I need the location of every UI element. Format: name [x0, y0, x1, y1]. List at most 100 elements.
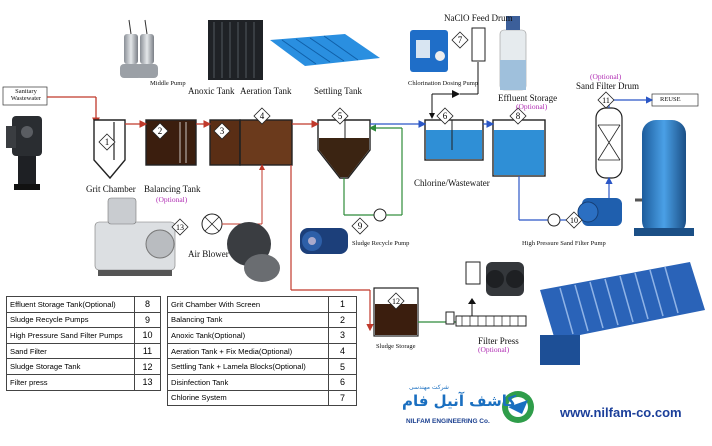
effluent-storage-label: Effluent Storage — [498, 93, 558, 103]
legend-left-item-number: 12 — [134, 358, 161, 375]
anoxic-tank-label: Anoxic Tank — [188, 86, 235, 96]
legend-right-row: Settling Tank + Lamela Blocks(Optional)5 — [167, 358, 358, 375]
filter-press-label: Filter Press — [478, 336, 519, 346]
air-blower-symbol — [201, 213, 223, 235]
company-logo-icon — [502, 391, 534, 423]
filter-press-image — [540, 262, 705, 365]
svg-text:2: 2 — [158, 126, 163, 136]
diffuser-image — [227, 222, 280, 282]
logo-persian-subtitle: شرکت مهندسی — [409, 384, 449, 391]
svg-text:12: 12 — [392, 297, 400, 306]
naclo-drum-symbol — [471, 27, 486, 62]
unit-marker-4: 4 — [253, 107, 271, 125]
diaphragm-pump-symbol — [465, 261, 481, 285]
settling-tank — [317, 119, 371, 179]
chlorine-wastewater-label: Chlorine/Wastewater — [414, 178, 490, 188]
legend-right-row: Aeration Tank + Fix Media(Optional)4 — [167, 342, 358, 360]
sludge-storage-label: Sludge Storage — [376, 343, 416, 350]
unit-marker-10: 10 — [565, 211, 583, 229]
legend-right-item-number: 2 — [327, 311, 358, 329]
legend-left-item-number: 8 — [134, 296, 161, 313]
legend-left-item-number: 9 — [134, 311, 161, 329]
svg-text:3: 3 — [220, 126, 225, 136]
sand-filter-drum-label: Sand Filter Drum — [576, 81, 639, 91]
effluent-storage-tank — [492, 119, 546, 177]
legend-left-item-name: High Pressure Sand Filter Pumps — [5, 327, 136, 344]
sludge-storage-tank — [373, 287, 419, 337]
svg-text:5: 5 — [338, 111, 343, 121]
hp-pump-symbol — [547, 213, 561, 227]
inlet-sign — [2, 86, 48, 106]
balancing-optional-label: (Optional) — [156, 195, 188, 204]
air-blower-image — [94, 197, 176, 276]
filter-press-valve — [468, 298, 476, 304]
legend-left-row: Effluent Storage Tank(Optional)8 — [5, 296, 161, 313]
legend-left-item-name: Filter press — [5, 373, 136, 391]
sand-filter-optional-label: (Optional) — [590, 72, 622, 81]
sludge-recycle-pump-image — [300, 228, 348, 254]
unit-marker-5: 5 — [331, 107, 349, 125]
legend-left-item-name: Effluent Storage Tank(Optional) — [5, 296, 136, 313]
website-link[interactable]: www.nilfam-co.com — [560, 405, 682, 420]
aeration-tank-label: Aeration Tank — [240, 86, 292, 96]
svg-text:11: 11 — [602, 96, 610, 105]
svg-text:6: 6 — [443, 111, 448, 121]
legend-right-item-name: Grit Chamber With Screen — [167, 296, 329, 313]
legend-right-item-number: 5 — [327, 358, 358, 375]
hp-sand-filter-pump-label: High Pressure Sand Filter Pump — [522, 240, 606, 247]
unit-marker-3: 3 — [213, 122, 231, 140]
legend-right-item-number: 4 — [327, 342, 358, 360]
middle-pump-label: Middle Pump — [150, 80, 186, 87]
unit-marker-6: 6 — [436, 107, 454, 125]
svg-text:7: 7 — [458, 35, 463, 45]
inlet-pump-image — [6, 116, 42, 190]
reuse-label: REUSE — [660, 96, 681, 103]
svg-text:10: 10 — [570, 216, 578, 225]
legend-right-item-name: Disinfection Tank — [167, 373, 329, 391]
legend-right-item-name: Balancing Tank — [167, 311, 329, 329]
air-blower-label: Air Blower — [188, 249, 229, 259]
unit-marker-12: 12 — [387, 292, 405, 310]
legend-right-item-name: Chlorine System — [167, 389, 329, 407]
filter-press-optional-label: (Optional) — [478, 345, 510, 354]
dosing-pump-label: Chlorination Dosing Pump — [408, 80, 479, 87]
sand-filter-drum-symbol — [595, 107, 623, 179]
sludge-recycle-pump-symbol — [373, 208, 387, 222]
svg-text:4: 4 — [260, 111, 265, 121]
grit-chamber-label: Grit Chamber — [86, 184, 136, 194]
hp-pump-image — [577, 198, 622, 226]
legend-left-item-name: Sand Filter — [5, 342, 136, 360]
svg-text:13: 13 — [176, 223, 184, 232]
dosing-check-valve — [452, 90, 460, 98]
unit-marker-11: 11 — [597, 91, 615, 109]
effluent-optional-label: (Optional) — [516, 102, 548, 111]
legend-right-item-number: 6 — [327, 373, 358, 391]
logo-english-name: NILFAM ENGINEERING Co. — [406, 418, 490, 425]
legend-left-item-number: 10 — [134, 327, 161, 344]
settling-tank-label: Settling Tank — [314, 86, 362, 96]
legend-left-item-number: 13 — [134, 373, 161, 391]
naclo-feed-drum-label: NaClO Feed Drum — [444, 13, 513, 23]
unit-marker-13: 13 — [171, 218, 189, 236]
legend-left-item-name: Sludge Recycle Pumps — [5, 311, 136, 329]
diaphragm-pump-image — [486, 262, 524, 296]
legend-right-item-number: 7 — [327, 389, 358, 407]
grit-chamber-tank — [93, 119, 126, 180]
middle-pump-image — [120, 19, 158, 78]
legend-left-item-number: 11 — [134, 342, 161, 360]
aeration-tank — [239, 119, 293, 166]
svg-text:8: 8 — [516, 111, 521, 121]
svg-text:9: 9 — [358, 221, 363, 231]
legend-right-item-name: Settling Tank + Lamela Blocks(Optional) — [167, 358, 329, 375]
legend-right-item-number: 3 — [327, 327, 358, 344]
anoxic-media-image — [208, 20, 263, 80]
unit-marker-1: 1 — [98, 133, 116, 151]
